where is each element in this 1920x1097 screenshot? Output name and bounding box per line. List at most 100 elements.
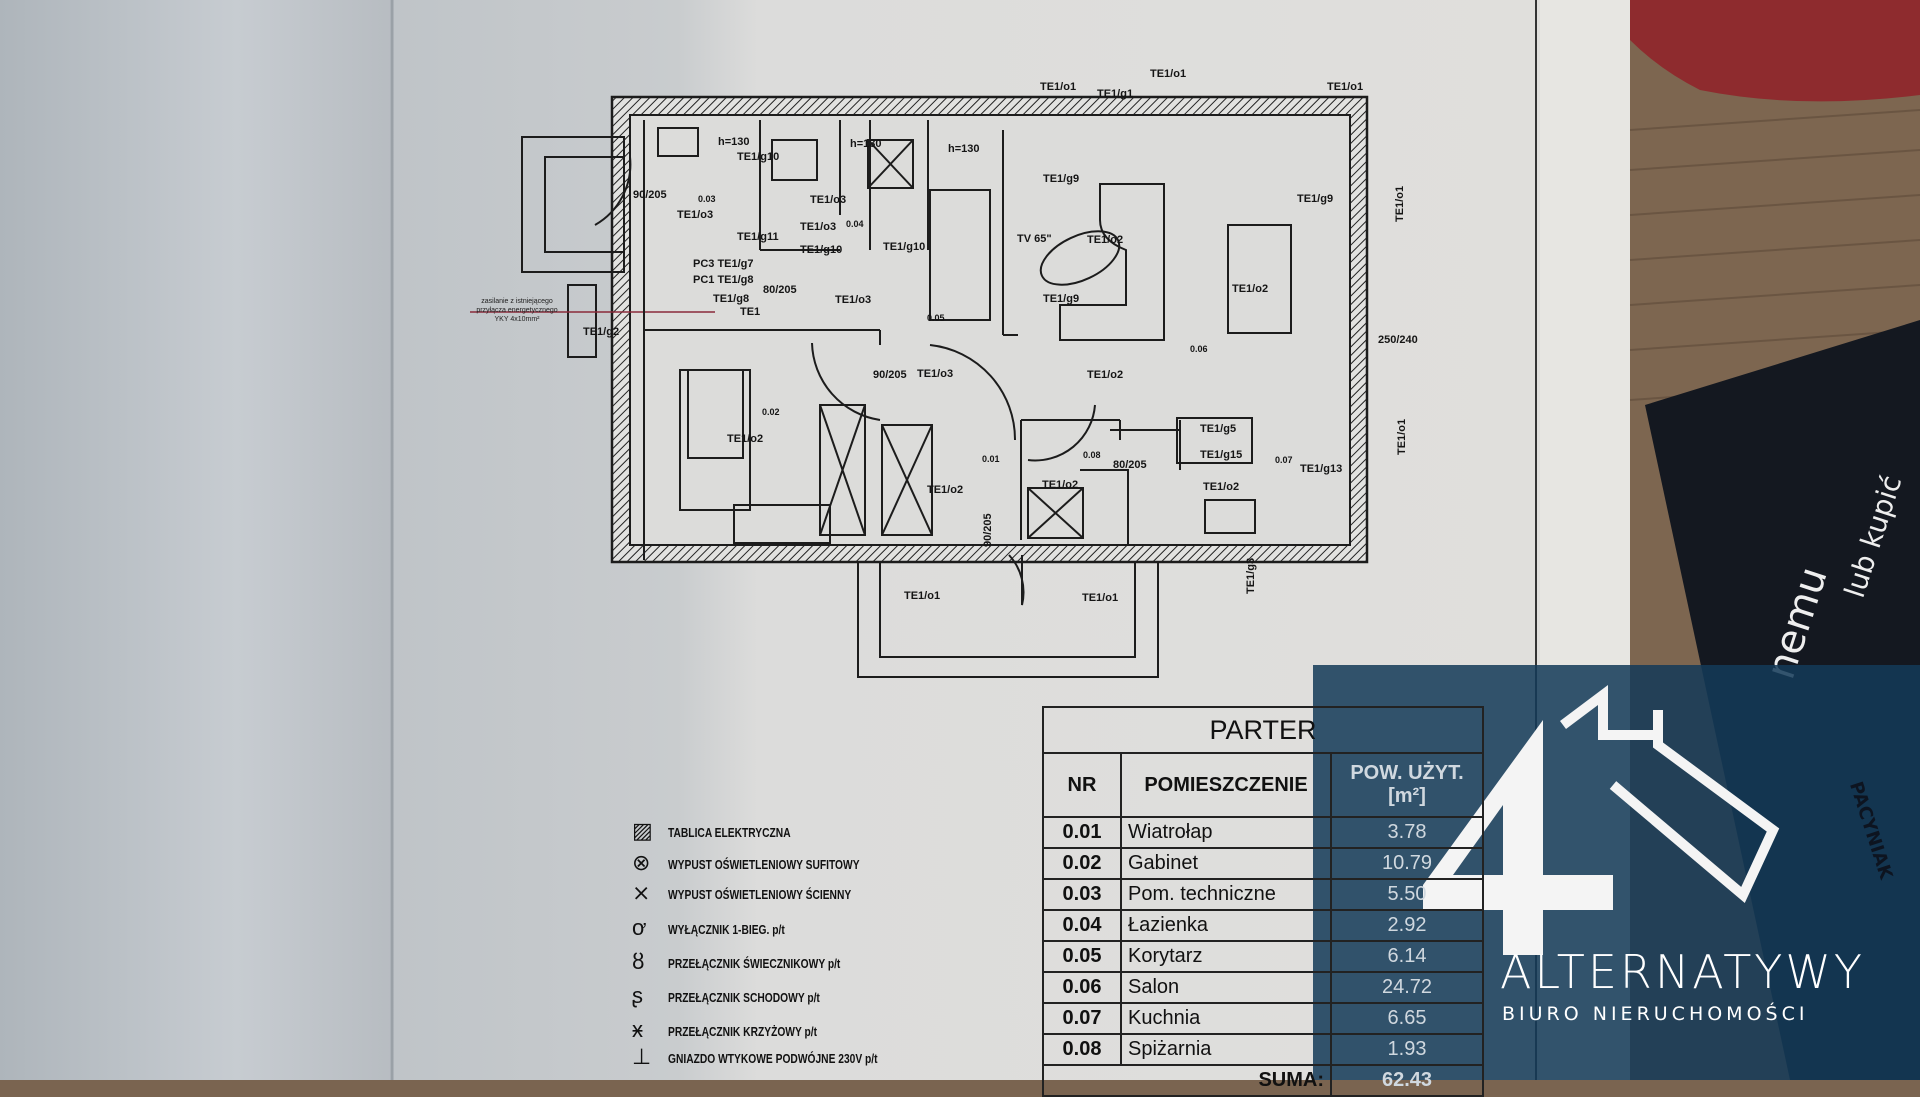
room-area: 6.65 <box>1330 1002 1484 1035</box>
sum-label: SUMA: <box>1042 1064 1332 1097</box>
plan-annotation: TE1/o2 <box>1232 283 1268 295</box>
room-number: 0.06 <box>1042 971 1122 1004</box>
room-number: 0.01 <box>1042 816 1122 849</box>
plan-annotation: h=130 <box>718 136 750 148</box>
plan-annotation: TE1/o2 <box>927 484 963 496</box>
plan-annotation: TE1/g13 <box>1300 463 1342 475</box>
plan-annotation: TE1/g10 <box>800 244 842 256</box>
logo-name: ALTERNATYWY <box>1500 945 1865 999</box>
plan-annotation: TE1/g9 <box>1043 173 1079 185</box>
room-name: Gabinet <box>1120 847 1332 880</box>
plan-annotation: TE1 <box>740 306 760 318</box>
logo-tagline: BIURO NIERUCHOMOŚCI <box>1502 1003 1809 1025</box>
room-number: 0.04 <box>1042 909 1122 942</box>
supply-note-line: przyłącza energetycznego <box>476 307 557 314</box>
plan-annotation: 90/205 <box>633 189 667 201</box>
plan-annotation: TE1/g9 <box>1297 193 1333 205</box>
room-area: 3.78 <box>1330 816 1484 849</box>
room-area: 1.93 <box>1330 1033 1484 1066</box>
plan-annotation: TE1/g5 <box>1200 423 1236 435</box>
table-title: PARTER <box>1042 706 1484 754</box>
left-page <box>0 0 395 1080</box>
room-name: Spiżarnia <box>1120 1033 1332 1066</box>
chandelier-switch-icon: ȣ <box>632 949 645 974</box>
header-nr: NR <box>1042 752 1122 818</box>
room-name: Pom. techniczne <box>1120 878 1332 911</box>
room-tag: 0.07 <box>1275 455 1293 465</box>
plan-annotation: TE1/g10 <box>737 151 779 163</box>
plan-annotation: TE1/g15 <box>1200 449 1242 461</box>
plan-annotation: 80/205 <box>763 284 797 296</box>
room-number: 0.02 <box>1042 847 1122 880</box>
room-number: 0.07 <box>1042 1002 1122 1035</box>
meter-box <box>567 284 597 358</box>
plan-annotation: TE1/o3 <box>800 221 836 233</box>
plan-annotation: TE1/o2 <box>1087 369 1123 381</box>
floor-plan <box>470 95 1369 678</box>
room-tag: 0.08 <box>1083 450 1101 460</box>
legend-label: WYŁĄCZNIK 1-BIEG. p/t <box>668 923 785 937</box>
double-socket-icon: ⊥ <box>632 1044 652 1069</box>
plan-annotation: TE1/o1 <box>1150 68 1186 80</box>
header-room: POMIESZCZENIE <box>1120 752 1332 818</box>
single-switch-icon: ơ <box>632 915 647 940</box>
sum-value: 62.43 <box>1330 1064 1484 1097</box>
plan-annotation: TE1/o3 <box>810 194 846 206</box>
header-area: POW. UŻYT. [m²] <box>1330 752 1484 818</box>
room-area: 5.50 <box>1330 878 1484 911</box>
plan-annotation: TE1/g9 <box>1043 293 1079 305</box>
room-area: 10.79 <box>1330 847 1484 880</box>
legend-label: TABLICA ELEKTRYCZNA <box>668 826 791 840</box>
plan-annotation: TE1/g1 <box>1097 88 1133 100</box>
plan-annotation: TE1/o1 <box>1082 592 1118 604</box>
plan-annotation: TE1/o2 <box>1042 479 1078 491</box>
plan-annotation: TE1/o1 <box>1040 81 1076 93</box>
plan-annotation: TE1/g11 <box>737 231 779 243</box>
cross-switch-icon: ӿ <box>632 1017 643 1042</box>
room-name: Wiatrołap <box>1120 816 1332 849</box>
plan-annotation: TE1/g10 <box>883 241 925 253</box>
room-area: 2.92 <box>1330 909 1484 942</box>
room-number: 0.03 <box>1042 878 1122 911</box>
plan-annotation: TE1/o1 <box>904 590 940 602</box>
legend-label: PRZEŁĄCZNIK ŚWIECZNIKOWY p/t <box>668 957 841 971</box>
room-tag: 0.01 <box>982 454 1000 464</box>
supply-note: zasilanie z istniejącego przyłącza energe… <box>476 298 557 323</box>
plan-annotation: TE1/g2 <box>583 326 619 338</box>
legend-label: WYPUST OŚWIETLENIOWY ŚCIENNY <box>668 888 852 902</box>
plan-annotation: h=130 <box>850 138 882 150</box>
wall-light-icon: ⨯ <box>632 880 651 905</box>
legend-label: GNIAZDO WTYKOWE PODWÓJNE 230V p/t <box>668 1052 878 1066</box>
supply-note-line: zasilanie z istniejącego <box>481 298 553 305</box>
plan-annotation: 80/205 <box>1113 459 1147 471</box>
red-blanket <box>1630 0 1920 102</box>
plan-annotation: TE1/g8 <box>713 293 749 305</box>
plan-annotation: TE1/o3 <box>917 368 953 380</box>
stair-switch-icon: ʂ <box>632 983 643 1008</box>
room-number: 0.05 <box>1042 940 1122 973</box>
plan-annotation: TE1/o3 <box>677 209 713 221</box>
room-name: Salon <box>1120 971 1332 1004</box>
plan-annotation: h=130 <box>948 143 980 155</box>
plan-annotation: 250/240 <box>1378 334 1418 346</box>
plan-annotation: PC3 TE1/g7 <box>693 258 754 270</box>
legend-label: PRZEŁĄCZNIK KRZYŻOWY p/t <box>668 1025 817 1039</box>
room-name: Kuchnia <box>1120 1002 1332 1035</box>
room-name: Korytarz <box>1120 940 1332 973</box>
supply-note-line: YKY 4x10mm² <box>495 316 541 323</box>
electrical-panel-icon: ▨ <box>632 818 653 843</box>
plan-annotation: PC1 TE1/g8 <box>693 274 754 286</box>
room-name: Łazienka <box>1120 909 1332 942</box>
room-tag: 0.05 <box>927 313 945 323</box>
ceiling-light-icon: ⊗ <box>632 850 651 875</box>
room-area: 6.14 <box>1330 940 1484 973</box>
plan-annotation: TE1/o1 <box>1396 419 1408 455</box>
